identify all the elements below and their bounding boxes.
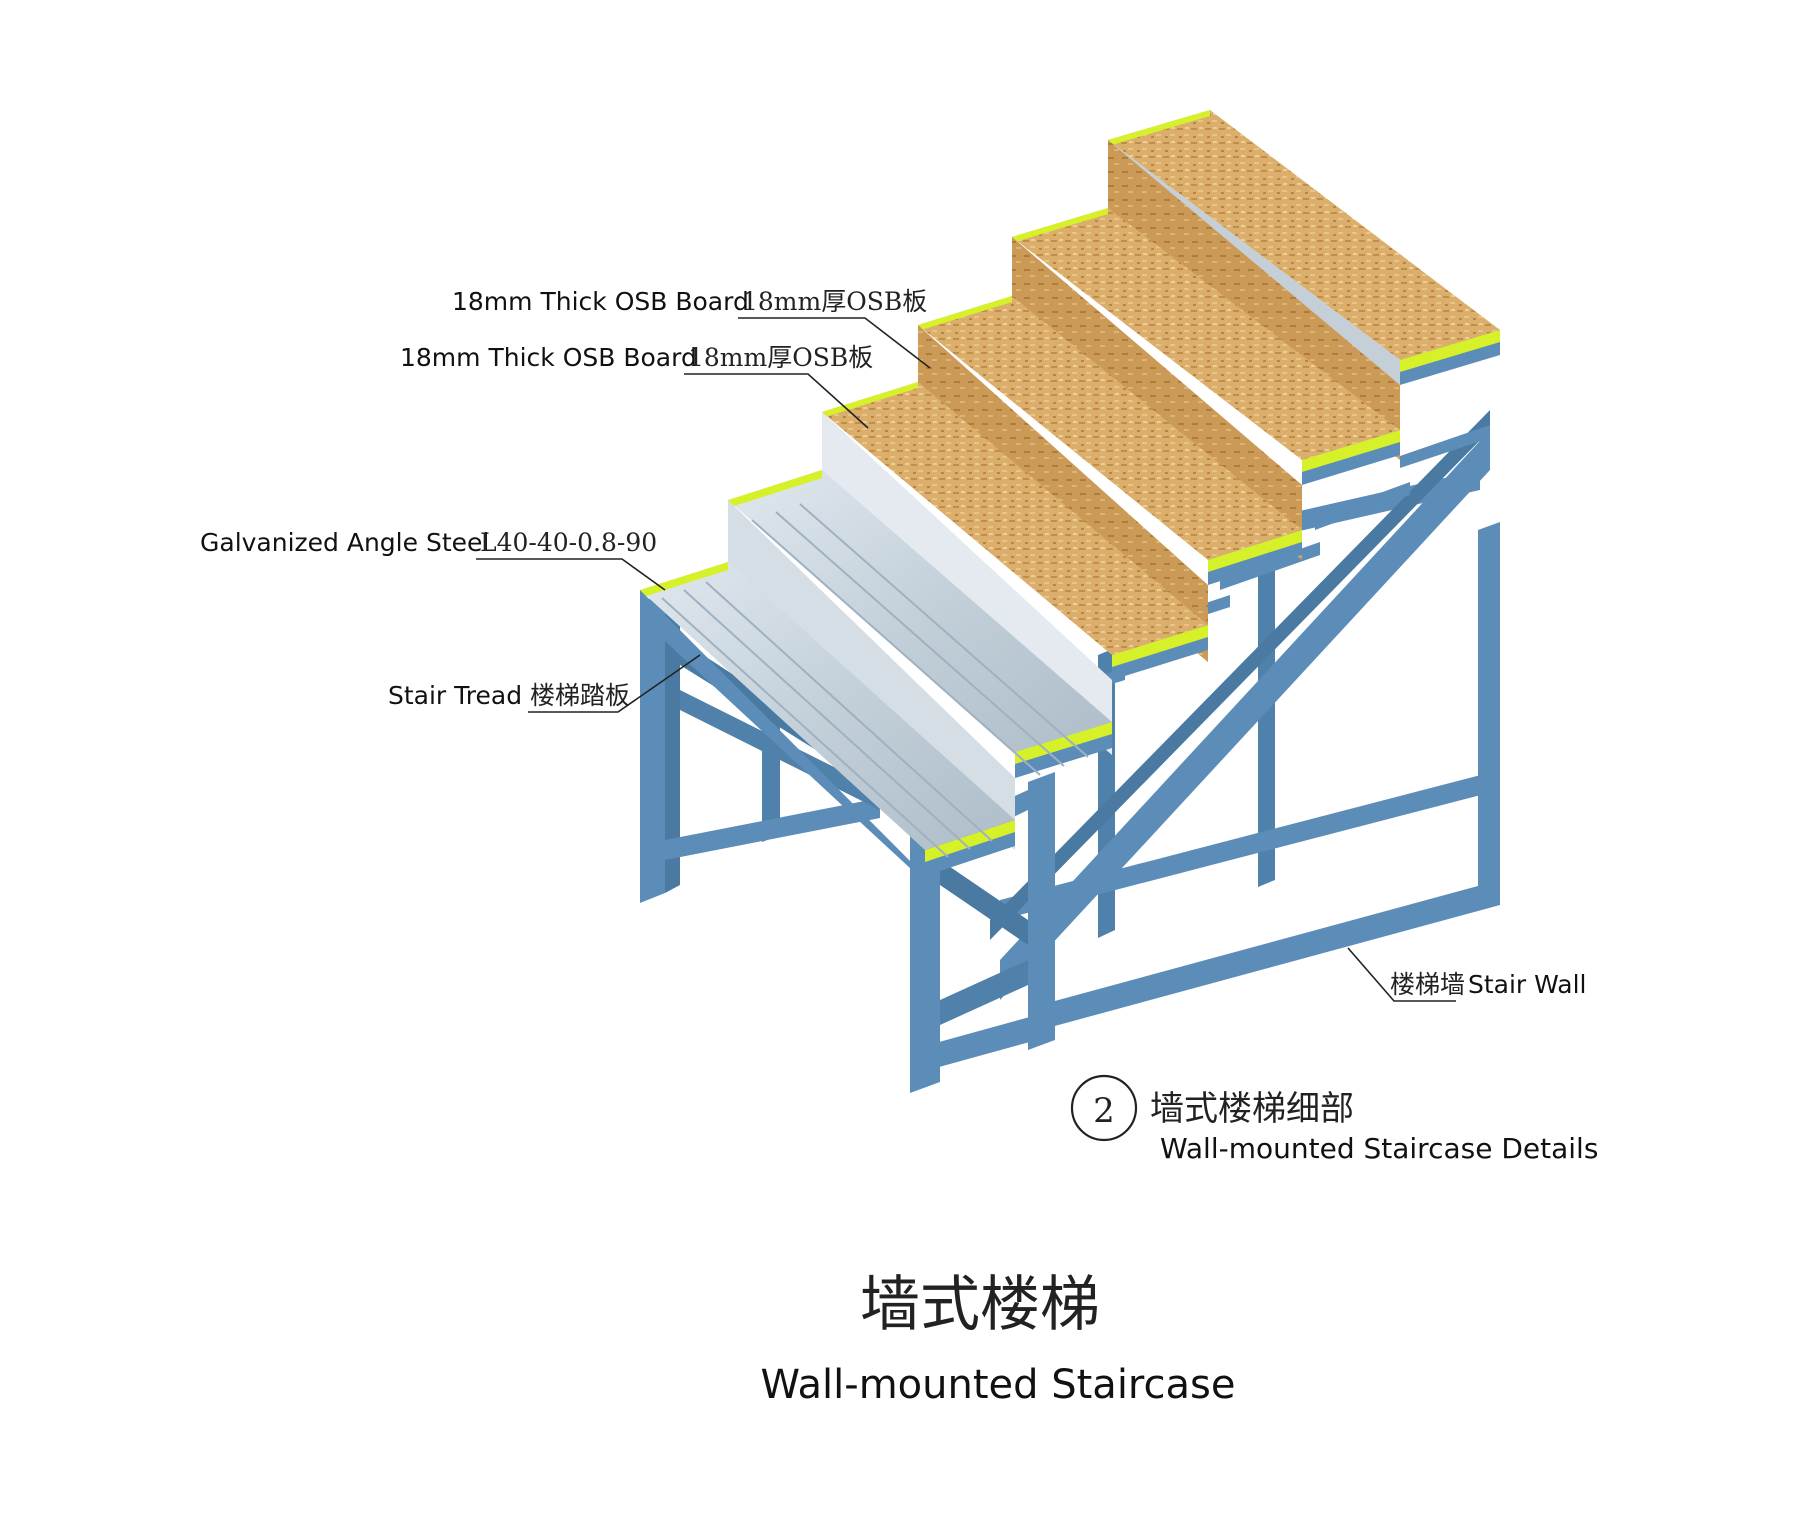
leader-osb-lower: [684, 373, 869, 429]
stair-tread-label-cn: 楼梯踏板: [530, 681, 630, 710]
stair-wall-label-en: Stair Wall: [1468, 970, 1587, 999]
steel-frame: [640, 410, 1500, 1093]
step-1: [640, 562, 1015, 882]
osb-upper-label-en: 18mm Thick OSB Board: [452, 287, 749, 316]
leader-angle-steel: [476, 558, 666, 591]
angle-steel-spec: L40-40-0.8-90: [480, 528, 657, 557]
stair-steps: [640, 110, 1500, 882]
detail-callout: 2 墙式楼梯细部 Wall-mounted Staircase Details: [1070, 1074, 1598, 1165]
angle-steel-label-en: Galvanized Angle Steel: [200, 528, 489, 557]
leader-lines: [476, 317, 1456, 1002]
osb-lower-label-en: 18mm Thick OSB Board: [400, 343, 697, 372]
stair-wall-label-cn: 楼梯墙: [1390, 970, 1465, 999]
osb-lower-label-cn: 18mm厚OSB板: [688, 343, 873, 372]
leader-stair-tread: [528, 654, 701, 713]
detail-number-circle: [1070, 1074, 1138, 1142]
detail-title-en: Wall-mounted Staircase Details: [1160, 1132, 1598, 1165]
title-en: Wall-mounted Staircase: [761, 1362, 1236, 1408]
leader-osb-upper: [738, 317, 931, 369]
stair-tread-label-en: Stair Tread: [388, 681, 522, 710]
left-frame: [640, 592, 880, 903]
leader-stair-wall: [1347, 947, 1456, 1002]
main-title: 墙式楼梯 Wall-mounted Staircase: [761, 1270, 1236, 1408]
detail-title-cn: 墙式楼梯细部: [1150, 1089, 1354, 1129]
labels: 18mm Thick OSB Board 18mm厚OSB板 18mm Thic…: [200, 287, 1587, 999]
stair-wall-frame: [990, 410, 1500, 1030]
title-cn: 墙式楼梯: [860, 1270, 1100, 1340]
detail-number: 2: [1093, 1091, 1115, 1131]
osb-upper-label-cn: 18mm厚OSB板: [742, 287, 927, 316]
